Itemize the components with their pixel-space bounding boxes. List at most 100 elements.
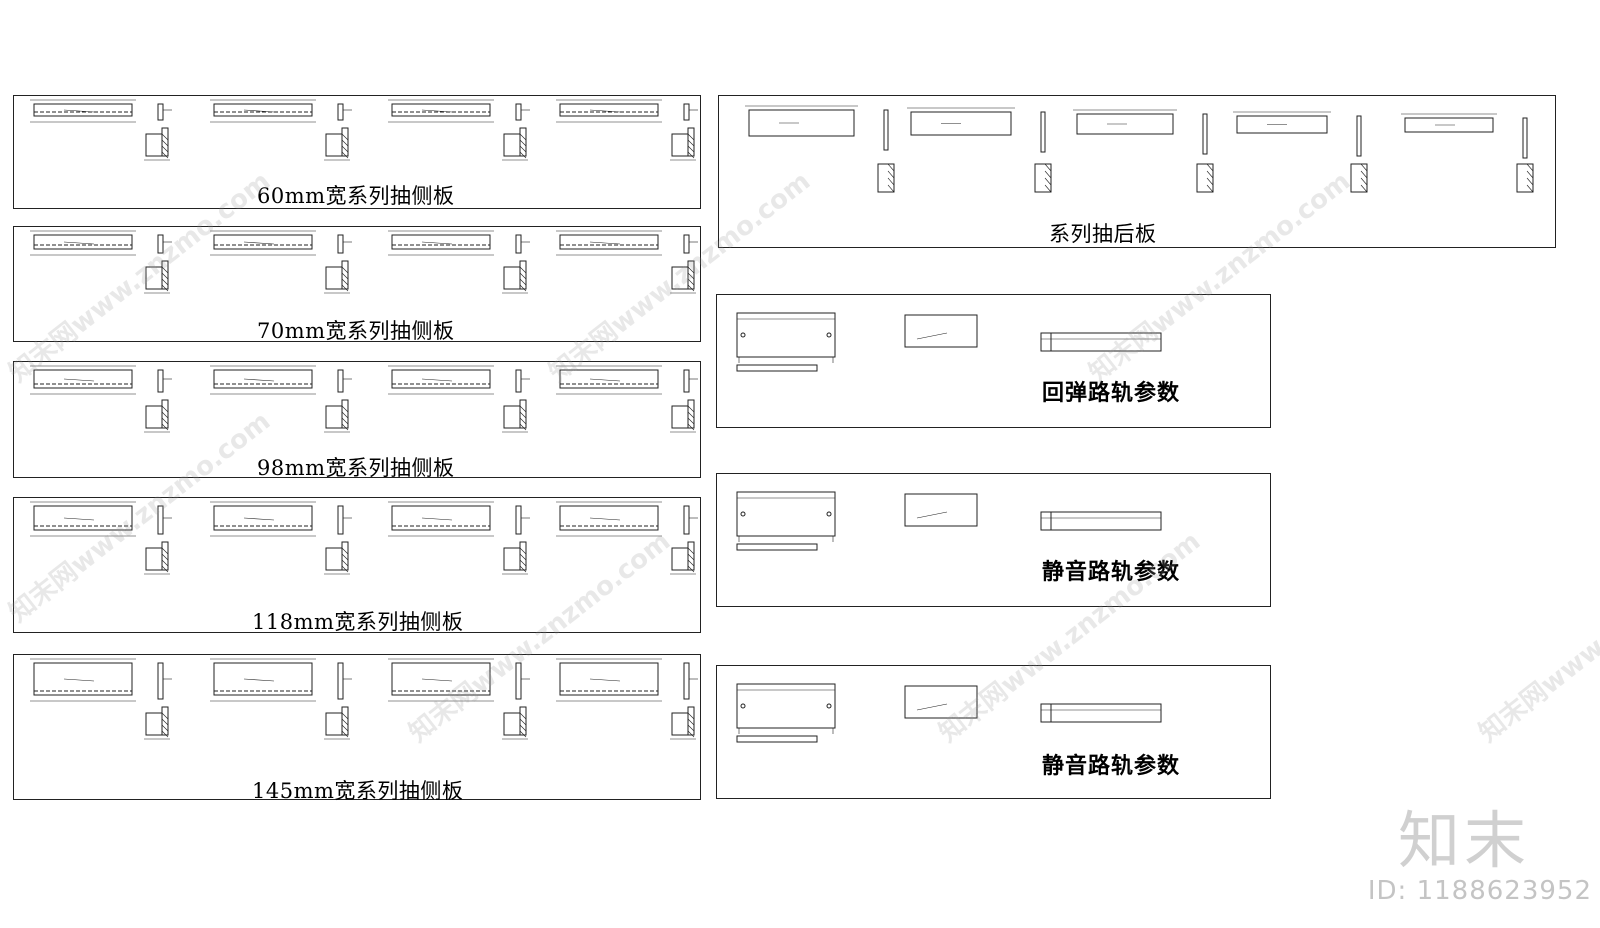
rail-body (736, 312, 836, 358)
rail-body (736, 683, 836, 729)
hatch-line (519, 718, 527, 726)
back-board-section (883, 109, 889, 151)
board-section (157, 662, 164, 700)
joint-detail-panel (687, 706, 695, 736)
hatch-line (519, 559, 527, 567)
hatch-line (161, 405, 169, 413)
hatch-line (687, 718, 695, 726)
rail-hole (740, 332, 746, 338)
hatch-line (519, 712, 527, 720)
rail-profile (736, 543, 818, 551)
hatch-line (341, 405, 349, 413)
joint-detail (145, 405, 163, 429)
board-section (157, 369, 164, 393)
board-elevation (33, 505, 133, 531)
board-elevation (33, 103, 133, 117)
hatch-line (161, 411, 169, 419)
joint-detail-panel (341, 706, 349, 736)
joint-detail (145, 547, 163, 571)
hatch-line (161, 718, 169, 726)
joint-detail-panel (519, 706, 527, 736)
panel-back-board: 系列抽后板 (718, 95, 1556, 248)
board-section (337, 662, 344, 700)
hatch-line (687, 133, 695, 141)
panel-118mm-side-board: 118mm宽系列抽侧板 (13, 497, 701, 634)
hatch-line (519, 730, 527, 738)
annotation-line (421, 378, 453, 382)
joint-detail (325, 133, 343, 157)
hatch-line (519, 133, 527, 141)
back-board-elevation (1076, 113, 1174, 135)
hatch-line (687, 139, 695, 147)
hatch-line (519, 278, 527, 286)
joint-detail-panel (161, 127, 169, 157)
hatch-line (341, 712, 349, 720)
annotation-line (421, 241, 453, 245)
rail-hole (826, 332, 832, 338)
annotation-line (243, 378, 275, 382)
rail-hole (826, 703, 832, 709)
joint-detail (671, 266, 689, 290)
back-board-section (1356, 115, 1362, 157)
hatch-line (341, 411, 349, 419)
joint-detail-panel (519, 260, 527, 290)
hatch-line (519, 145, 527, 153)
annotation-line (243, 241, 275, 245)
board-section (683, 103, 690, 121)
joint-detail-panel (341, 260, 349, 290)
hatch-line (161, 284, 169, 292)
annotation-line (63, 517, 95, 521)
hatch-line (519, 417, 527, 425)
panel-label-silent-rail-2: 静音路轨参数 (1042, 754, 1181, 779)
joint-detail-panel (341, 127, 349, 157)
panel-label-118mm: 118mm宽系列抽侧板 (252, 610, 464, 634)
hatch-line (519, 565, 527, 573)
board-elevation (213, 662, 313, 696)
board-elevation (213, 505, 313, 531)
rail-track (904, 314, 978, 348)
hatch-line (687, 559, 695, 567)
hatch-line (687, 712, 695, 720)
panel-label-145mm: 145mm宽系列抽侧板 (252, 779, 464, 803)
hatch-line (687, 145, 695, 153)
back-board-elevation (748, 109, 855, 137)
joint-detail-panel (341, 399, 349, 429)
hatch-line (1206, 170, 1214, 179)
board-elevation (391, 234, 491, 250)
hatch-line (519, 139, 527, 147)
rail-track (904, 493, 978, 527)
annotation-line (243, 517, 275, 521)
panel-rebound-rail: 回弹路轨参数 (716, 294, 1271, 428)
rail-track (904, 685, 978, 719)
annotation-line (243, 678, 275, 682)
hatch-line (341, 139, 349, 147)
hatch-line (341, 284, 349, 292)
rail-hole (740, 511, 746, 517)
back-board-section (1040, 111, 1046, 153)
hatch-line (687, 553, 695, 561)
board-elevation (391, 505, 491, 531)
hatch-line (341, 547, 349, 555)
board-elevation (559, 505, 659, 531)
joint-detail (671, 405, 689, 429)
joint-detail-panel (519, 399, 527, 429)
panel-60mm-side-board: 60mm宽系列抽侧板 (13, 95, 701, 209)
panel-label-60mm: 60mm宽系列抽侧板 (257, 184, 455, 208)
joint-detail-panel (161, 260, 169, 290)
brand-logo: 知末 (1397, 804, 1530, 877)
hatch-line (519, 284, 527, 292)
hatch-line (341, 730, 349, 738)
joint-detail (145, 133, 163, 157)
hatch-line (161, 417, 169, 425)
rail-body (736, 491, 836, 537)
annotation-line (63, 378, 95, 382)
board-elevation (213, 103, 313, 117)
joint-detail (145, 712, 163, 736)
joint-detail-panel (687, 127, 695, 157)
annotation-line (589, 517, 621, 521)
hatch-line (341, 559, 349, 567)
board-section (683, 505, 690, 535)
hatch-line (1360, 177, 1368, 186)
hatch-line (519, 553, 527, 561)
hatch-line (519, 547, 527, 555)
